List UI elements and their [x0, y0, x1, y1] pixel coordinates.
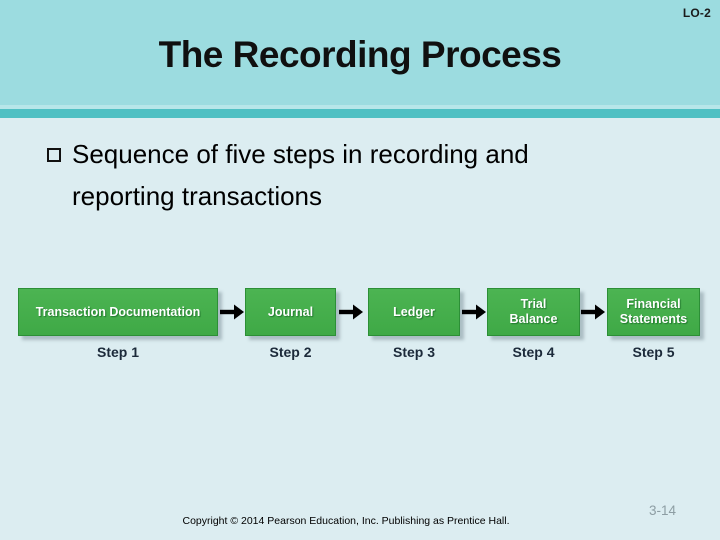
slide-number: 3-14: [648, 503, 676, 518]
bullet-item: Sequence of five steps in recording and …: [47, 133, 627, 217]
learning-objective-label: LO-2: [682, 6, 711, 20]
right-arrow-icon: [581, 304, 605, 320]
flow-box-financial-statements: Financial Statements: [607, 288, 700, 336]
divider-light-band: [0, 105, 720, 109]
flow-box-label: Financial Statements: [619, 297, 688, 326]
flow-box-journal: Journal: [245, 288, 336, 336]
step-label-3: Step 3: [392, 344, 435, 360]
flow-box-ledger: Ledger: [368, 288, 460, 336]
flow-box-label: Ledger: [393, 304, 435, 319]
flow-box-label: Journal: [267, 304, 314, 319]
step-label-5: Step 5: [632, 344, 675, 360]
right-arrow-icon: [462, 304, 486, 320]
step-label-2: Step 2: [269, 344, 312, 360]
step-label-4: Step 4: [512, 344, 555, 360]
step-label-1: Step 1: [96, 344, 139, 360]
flow-box-transaction-documentation: Transaction Documentation: [18, 288, 218, 336]
flow-box-trial-balance: Trial Balance: [487, 288, 580, 336]
flow-box-label: Transaction Documentation: [35, 304, 201, 319]
right-arrow-icon: [339, 304, 363, 320]
slide-title: The Recording Process: [158, 34, 562, 75]
divider-dark-band: [0, 109, 720, 118]
right-arrow-icon: [220, 304, 244, 320]
footer-copyright: Copyright © 2014 Pearson Education, Inc.…: [182, 515, 510, 527]
header-band: [0, 0, 720, 105]
square-bullet-icon: [47, 148, 61, 162]
bullet-text: Sequence of five steps in recording and …: [72, 139, 529, 211]
flow-box-label: Trial Balance: [509, 297, 558, 326]
